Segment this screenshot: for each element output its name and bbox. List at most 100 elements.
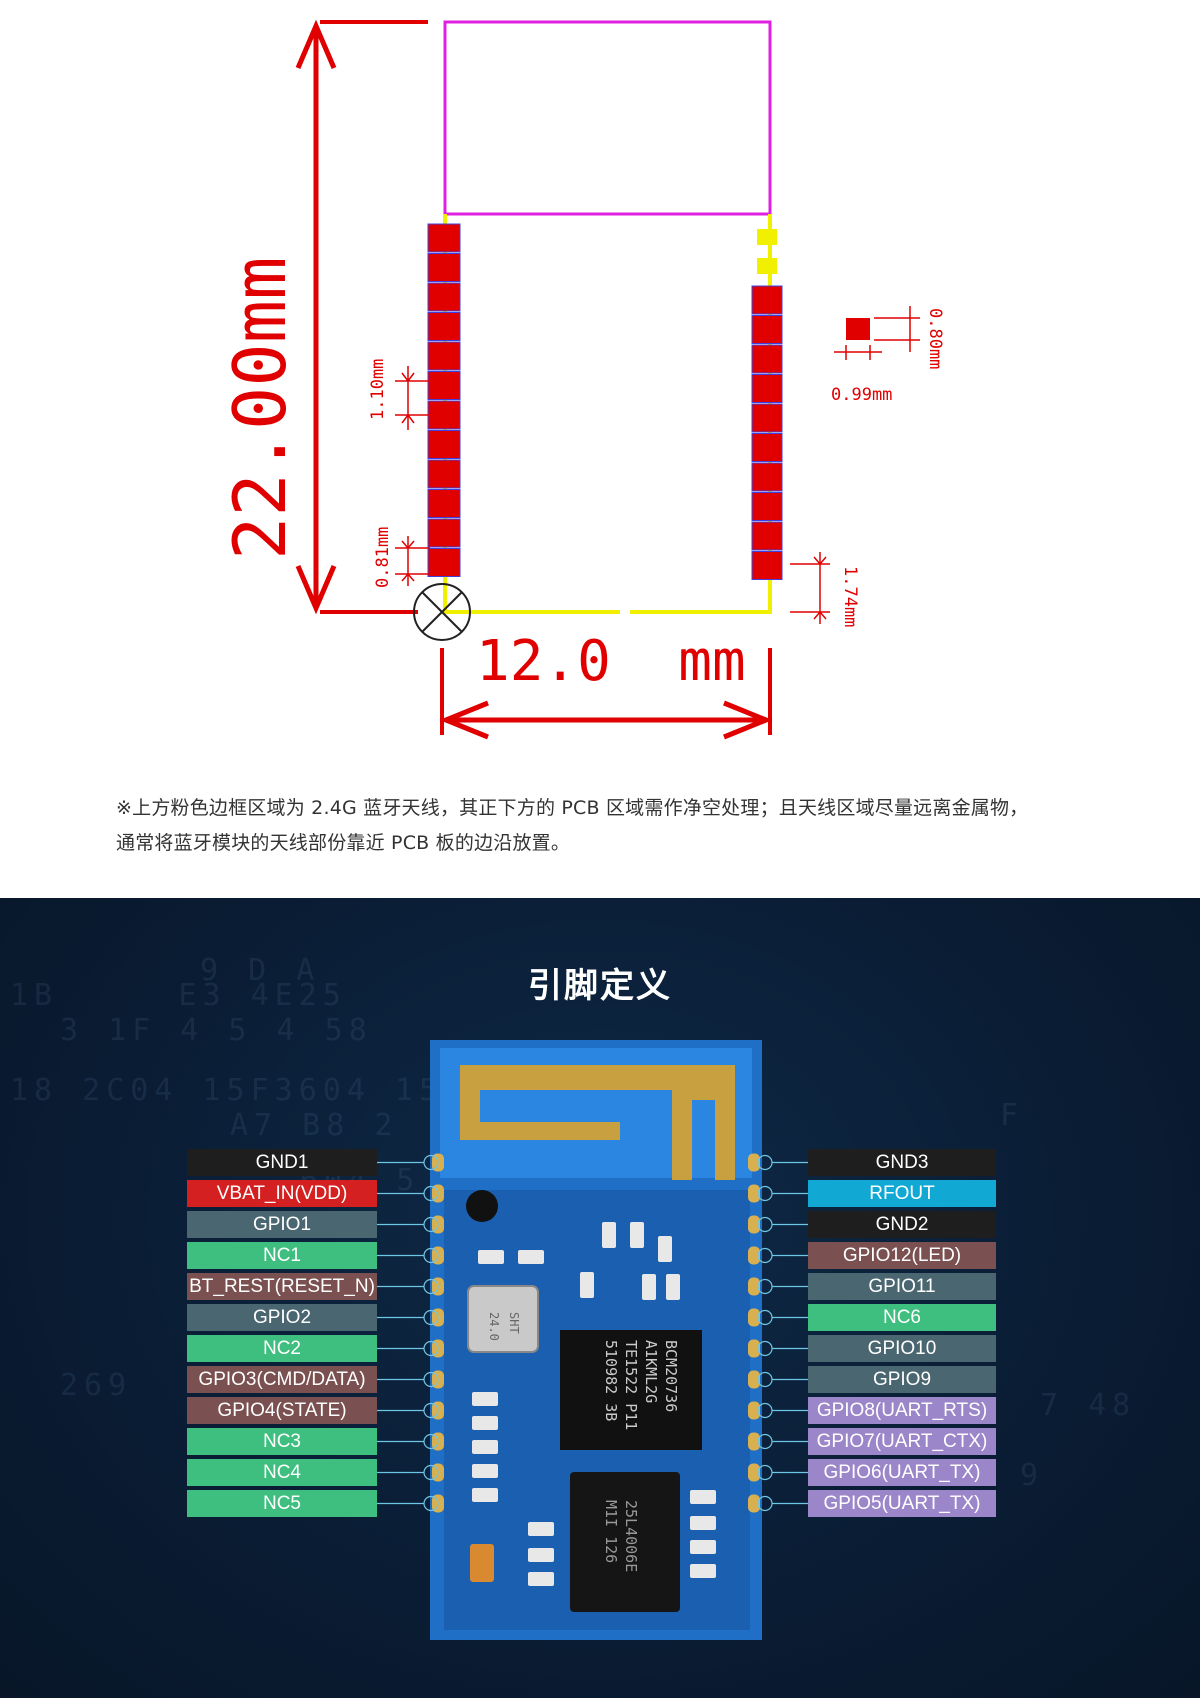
pin-leader-lines — [377, 1154, 808, 1512]
pad-height-label: 0.80mm — [925, 308, 945, 369]
leader-end-left — [423, 1402, 439, 1419]
pad-left — [427, 253, 461, 282]
leader-end-right — [757, 1278, 773, 1295]
board-outline-right — [630, 214, 772, 614]
pcb-footprint-diagram: 22.00mm 12.0 mm 1.10mm 0.81mm 1.74mm — [218, 19, 945, 740]
pad-right — [751, 462, 783, 492]
leader-end-left — [423, 1216, 439, 1233]
leader-end-right — [757, 1216, 773, 1233]
right-pin-label: GPIO9 — [808, 1366, 996, 1393]
leader-end-right — [757, 1433, 773, 1450]
hole-right — [748, 1153, 760, 1172]
right-pin-label: RFOUT — [808, 1180, 996, 1207]
flash-chip-25l4006e — [570, 1472, 680, 1612]
right-pin-label: NC6 — [808, 1304, 996, 1331]
hole-right — [748, 1215, 760, 1234]
svg-text:510982 3B: 510982 3B — [602, 1340, 620, 1421]
pad-left — [427, 459, 461, 489]
crystal-oscillator — [467, 1285, 539, 1353]
pad-right — [751, 403, 783, 433]
pad-left — [427, 548, 461, 577]
pad-left — [427, 312, 461, 341]
leader-end-left — [423, 1340, 439, 1357]
hole-right — [748, 1308, 760, 1327]
right-pin-label: GND3 — [808, 1149, 996, 1176]
pad-detail — [846, 318, 870, 340]
pad-gap-dimension-label: 0.81mm — [373, 527, 393, 588]
leader-end-left — [423, 1464, 439, 1481]
leader-end-left — [423, 1154, 439, 1171]
svg-text:24.0: 24.0 — [487, 1312, 501, 1341]
right-pin-label: GPIO12(LED) — [808, 1242, 996, 1269]
right-pin-label: GPIO8(UART_RTS) — [808, 1397, 996, 1424]
antenna-note-line-1: ※上方粉色边框区域为 2.4G 蓝牙天线，其正下方的 PCB 区域需作净空处理；… — [116, 797, 1029, 819]
right-pin-label: GPIO5(UART_TX) — [808, 1490, 996, 1517]
section-title: 引脚定义 — [528, 966, 672, 1006]
pad-left — [427, 282, 461, 312]
leader-end-left — [423, 1371, 439, 1388]
antenna-keepout-area — [443, 20, 772, 216]
leader-end-right — [757, 1247, 773, 1264]
origin-marker-icon — [413, 583, 471, 641]
tantalum-capacitor — [470, 1544, 494, 1582]
left-pin-label: NC1 — [187, 1242, 377, 1269]
leader-end-right — [757, 1371, 773, 1388]
bluetooth-module-photo: 24.0 SHT BCM20736 A1KML2G TE1522 P11 510… — [430, 1040, 762, 1640]
leader-end-right — [757, 1464, 773, 1481]
pad-yellow-1 — [757, 229, 777, 245]
svg-text:25L4006E: 25L4006E — [622, 1500, 640, 1572]
left-pin-label: GND1 — [187, 1149, 377, 1176]
hole-right — [748, 1494, 760, 1513]
hole-right — [748, 1339, 760, 1358]
left-pin-label: NC2 — [187, 1335, 377, 1362]
width-dimension-label: 12.0 mm — [476, 629, 746, 694]
pad-right — [751, 285, 783, 315]
leader-end-left — [423, 1247, 439, 1264]
right-pin-label: GND2 — [808, 1211, 996, 1238]
left-pin-label: BT_REST(RESET_N) — [187, 1273, 377, 1300]
pitch-dimension-label: 1.10mm — [368, 359, 388, 420]
right-pin-label: GPIO6(UART_TX) — [808, 1459, 996, 1486]
passive-components — [472, 1222, 716, 1586]
pin-definition-section: 9 D A 1B E3 4E25 3 1F 4 5 4 58 18 2C04 1… — [0, 898, 1200, 1698]
leader-end-right — [757, 1185, 773, 1202]
leader-end-right — [757, 1154, 773, 1171]
left-pin-label: GPIO3(CMD/DATA) — [187, 1366, 377, 1393]
leader-end-right — [757, 1309, 773, 1326]
dimension-drawing: 22.00mm 12.0 mm 1.10mm 0.81mm 1.74mm — [116, 19, 1029, 854]
leader-end-right — [757, 1495, 773, 1512]
left-pin-label: NC3 — [187, 1428, 377, 1455]
leader-end-right — [757, 1402, 773, 1419]
pad-row-left — [427, 223, 461, 577]
hole-right — [748, 1370, 760, 1389]
pad-right — [751, 492, 783, 521]
pad-left — [427, 341, 461, 371]
leader-end-right — [757, 1340, 773, 1357]
left-pin-label: NC5 — [187, 1490, 377, 1517]
pad-right — [751, 433, 783, 462]
right-pin-label: GPIO11 — [808, 1273, 996, 1300]
svg-text:SHT: SHT — [507, 1312, 521, 1334]
hole-right — [748, 1246, 760, 1265]
right-pin-label: GPIO10 — [808, 1335, 996, 1362]
hole-right — [748, 1432, 760, 1451]
pad-left — [427, 371, 461, 400]
leader-end-left — [423, 1278, 439, 1295]
pad-yellow-2 — [757, 258, 777, 274]
svg-text:BCM20736: BCM20736 — [662, 1340, 680, 1412]
leader-end-left — [423, 1495, 439, 1512]
hole-right — [748, 1277, 760, 1296]
background-pattern: 9 D A — [200, 953, 321, 988]
pad-right — [751, 551, 783, 580]
left-pin-label: GPIO1 — [187, 1211, 377, 1238]
pad-left — [427, 400, 461, 430]
hole-right — [748, 1463, 760, 1482]
pad-left — [427, 430, 461, 459]
right-pin-label: GPIO7(UART_CTX) — [808, 1428, 996, 1455]
antenna-trace — [460, 1065, 735, 1180]
hole-right — [748, 1184, 760, 1203]
board-outline-left — [443, 214, 620, 614]
left-pin-label: GPIO4(STATE) — [187, 1397, 377, 1424]
svg-text:A1KML2G: A1KML2G — [642, 1340, 660, 1403]
left-pin-label: NC4 — [187, 1459, 377, 1486]
